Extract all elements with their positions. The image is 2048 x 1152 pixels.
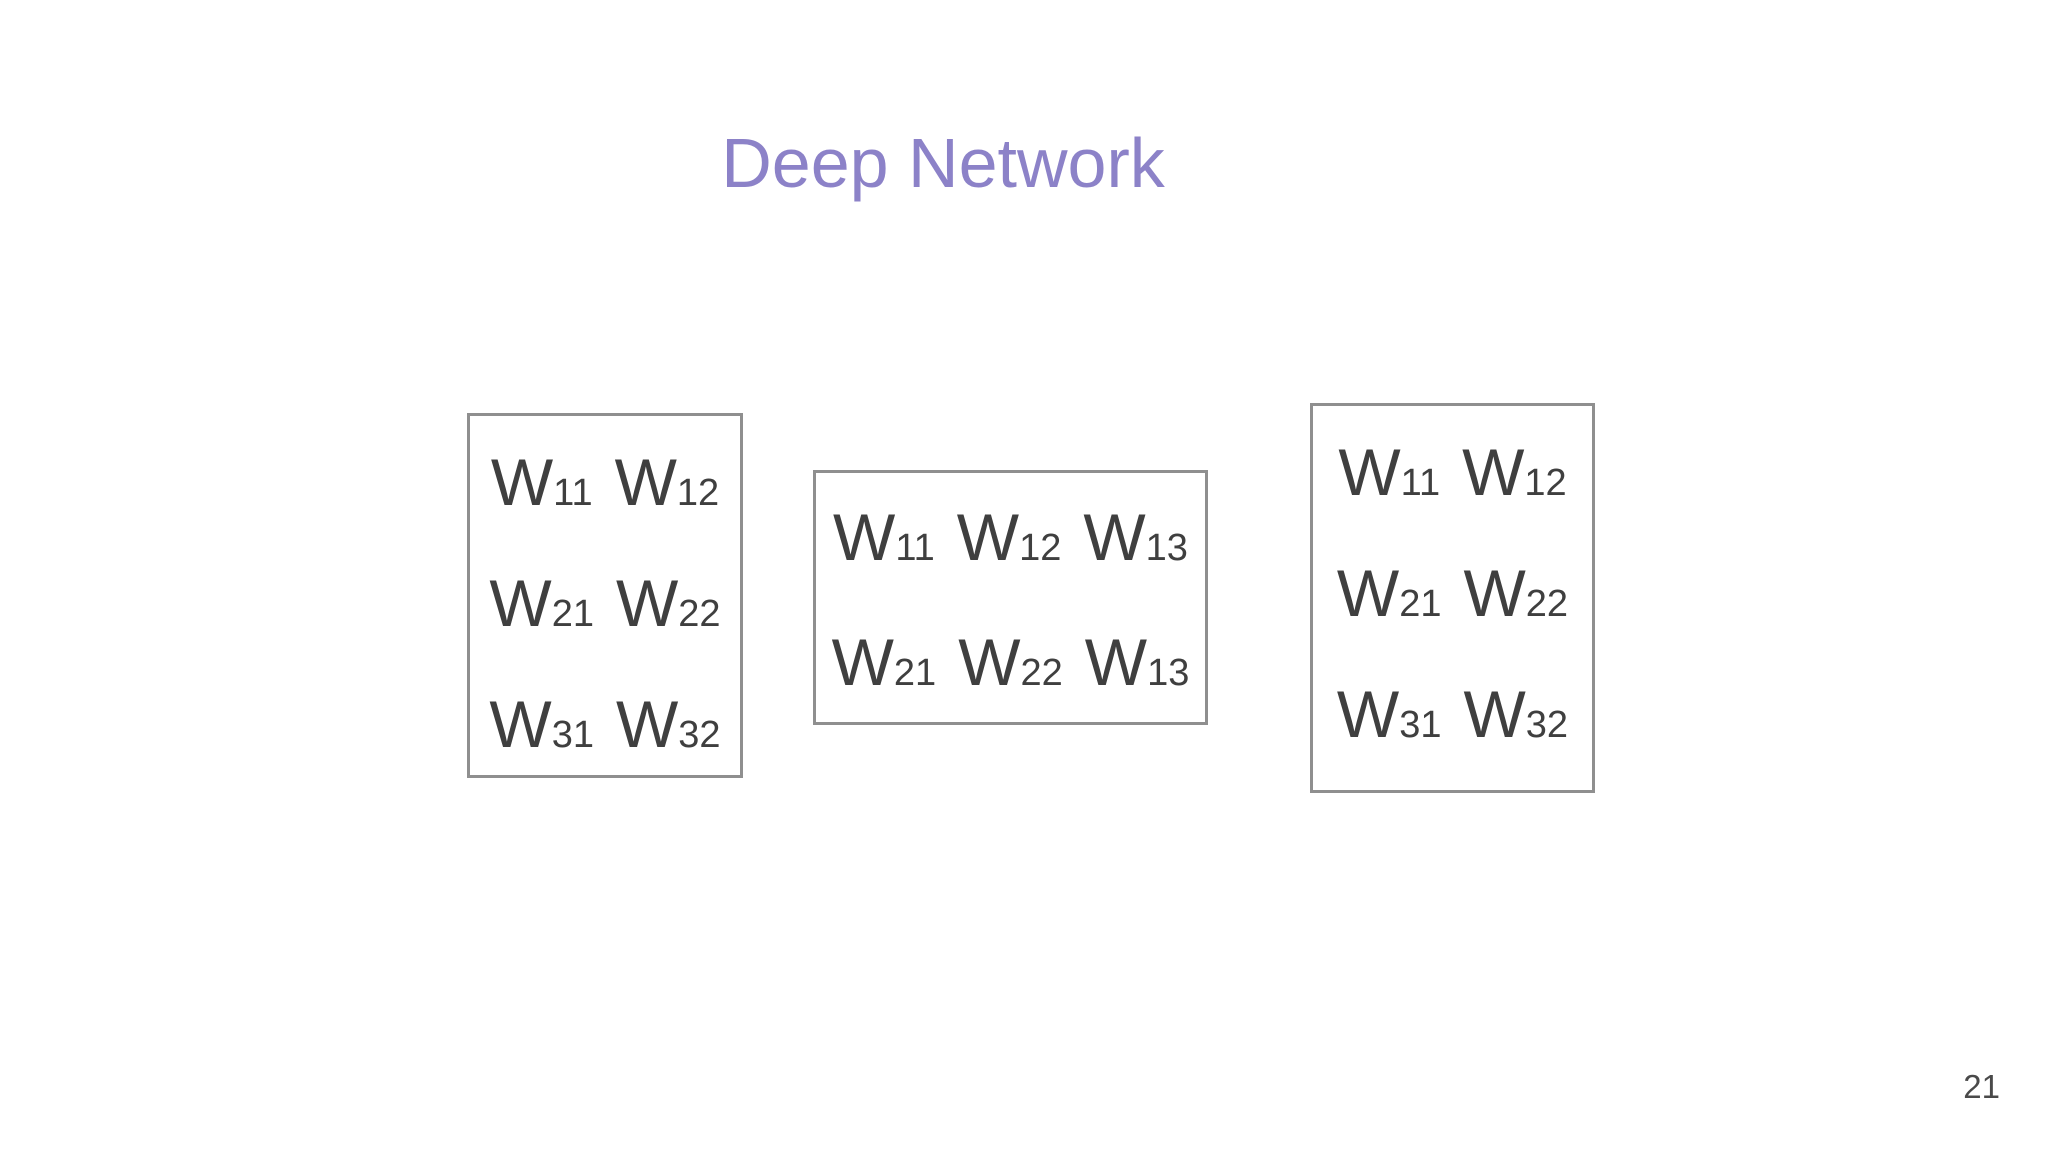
matrix-cell: W32 (1464, 677, 1569, 751)
matrix-cell-base: W (1462, 435, 1525, 509)
matrix-cell-subscript: 21 (551, 593, 594, 635)
matrix-cell: W21 (832, 625, 937, 699)
matrix-cell: W31 (489, 687, 594, 761)
slide-title: Deep Network (721, 124, 1165, 202)
matrix-cell: W13 (1083, 500, 1188, 574)
matrix-cell-subscript: 32 (678, 714, 721, 756)
matrix-cell: W22 (1464, 556, 1569, 630)
matrix-cell-subscript: 11 (1400, 462, 1441, 504)
matrix-cell: W12 (1462, 435, 1567, 509)
matrix-cell: W13 (1085, 625, 1190, 699)
matrix-cell-subscript: 12 (676, 472, 720, 514)
matrix-cell-base: W (1336, 556, 1400, 630)
matrix-cell: W11 (833, 500, 935, 574)
matrix-cell: W32 (616, 687, 721, 761)
matrix-cell-subscript: 21 (893, 652, 937, 694)
page-number: 21 (1963, 1068, 2000, 1105)
matrix-cell-subscript: 11 (895, 527, 935, 569)
matrix-cell: W22 (958, 625, 1063, 699)
matrix-cell-base: W (489, 566, 552, 640)
matrix-cell-base: W (1083, 500, 1146, 574)
matrix-cell: W11 (491, 445, 593, 519)
matrix-cell-base: W (616, 566, 679, 640)
matrix-cell-subscript: 21 (1399, 583, 1442, 625)
matrix-cell-base: W (1336, 677, 1400, 751)
matrix-cell-base: W (958, 625, 1021, 699)
matrix-cell-base: W (616, 687, 679, 761)
matrix-cell-base: W (831, 625, 894, 699)
matrix-cell-subscript: 22 (1525, 583, 1569, 625)
matrix-cell-subscript: 32 (1525, 704, 1569, 746)
matrix-cell-subscript: 31 (551, 714, 594, 756)
matrix-cell-base: W (490, 445, 554, 519)
matrix-cell: W11 (1338, 435, 1440, 509)
matrix-cell-subscript: 22 (1020, 652, 1063, 694)
matrix-cell: W31 (1337, 677, 1442, 751)
matrix-cell-subscript: 13 (1145, 527, 1188, 569)
matrix-cell-base: W (1084, 625, 1148, 699)
matrix-cell-base: W (1463, 677, 1526, 751)
matrix-cell: W21 (1337, 556, 1442, 630)
matrix-cell: W12 (615, 445, 720, 519)
matrix-cell-subscript: 12 (1524, 462, 1567, 504)
matrix-cell-base: W (1463, 556, 1526, 630)
matrix-cell-subscript: 22 (678, 593, 721, 635)
matrix-cell: W22 (616, 566, 721, 640)
matrix-cell-base: W (1338, 435, 1401, 509)
matrix-cell-subscript: 13 (1147, 652, 1190, 694)
matrix-cell-subscript: 31 (1399, 704, 1442, 746)
matrix-cell: W21 (489, 566, 594, 640)
matrix-cell-subscript: 11 (553, 472, 593, 514)
matrix-cell: W12 (957, 500, 1062, 574)
matrix-cell-base: W (833, 500, 896, 574)
matrix-cell-base: W (489, 687, 552, 761)
matrix-cell-base: W (614, 445, 677, 519)
matrix-cell-subscript: 12 (1019, 527, 1062, 569)
matrix-cell-base: W (956, 500, 1020, 574)
